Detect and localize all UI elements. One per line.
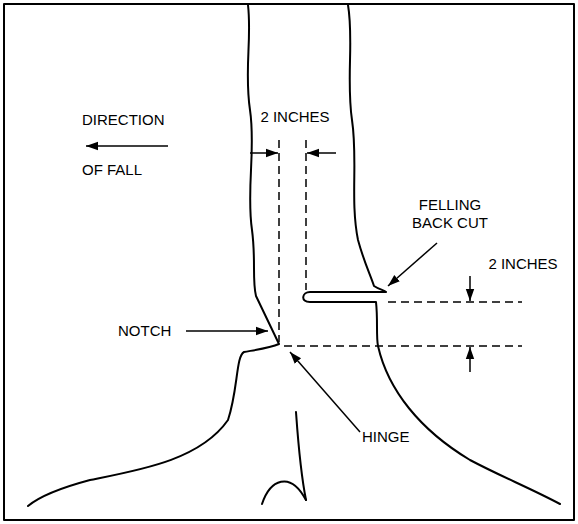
callout-label: HINGE [362,428,432,446]
dimension-label: 2 INCHES [255,108,335,126]
callout-label: FELLING BACK CUT [405,196,495,232]
dimension-arrow [469,276,471,301]
frame [4,4,574,520]
trunk-right-edge [303,5,560,504]
root-line [262,481,306,504]
dimension-guide [278,140,280,342]
dimension-guide [284,345,522,347]
dimension-arrow [469,347,471,372]
leader-line [388,243,437,286]
leader-line [186,330,268,332]
dimension-guide [388,301,522,303]
leader-line [290,352,360,432]
direction-arrow [86,145,168,147]
dimension-guide [305,140,307,290]
direction-label: DIRECTION OF FALL [82,95,182,195]
trunk-left-edge [28,5,279,506]
callout-label: NOTCH [118,322,182,340]
dimension-label: 2 INCHES [483,255,563,273]
dimension-arrow [307,152,336,154]
dimension-arrow [250,152,278,154]
